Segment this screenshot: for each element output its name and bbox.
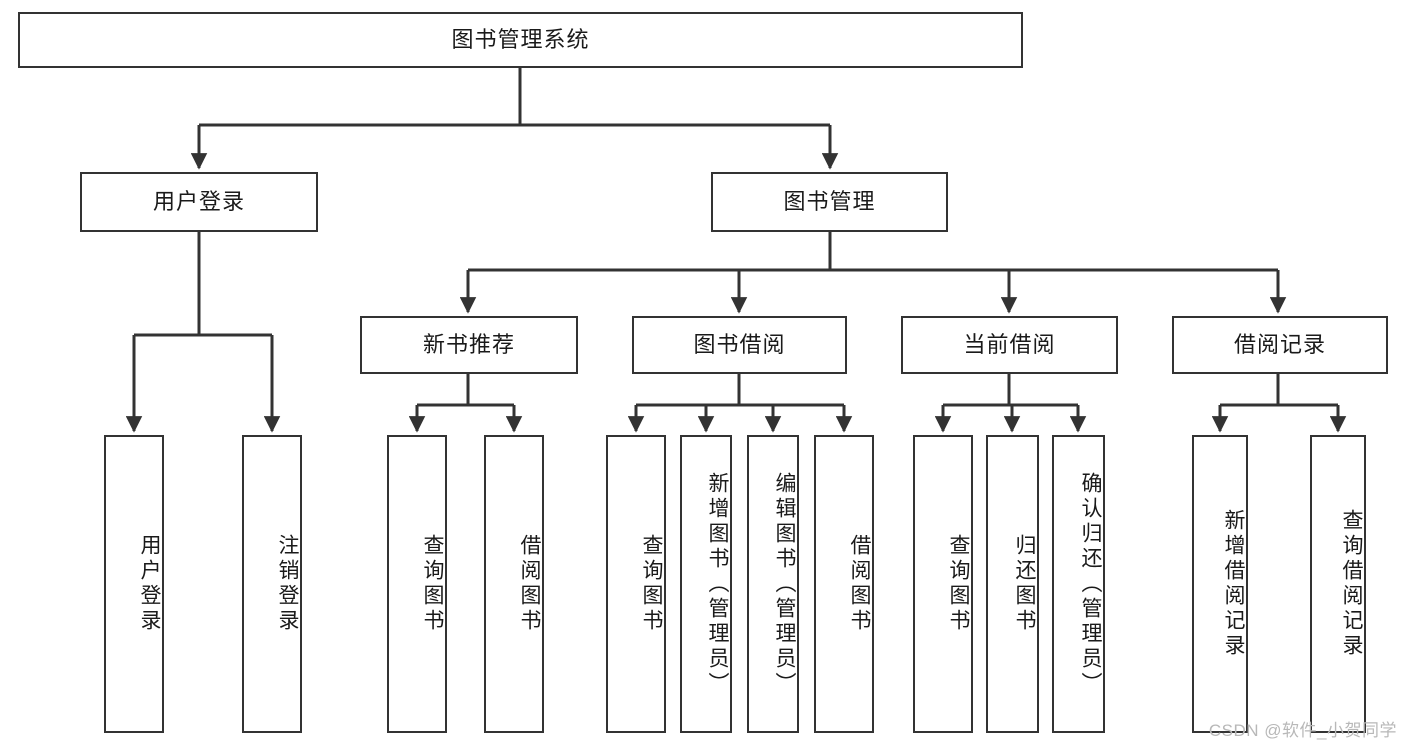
node-leaf-current-query[interactable]: 查询图书 (913, 435, 973, 733)
node-current-borrow[interactable]: 当前借阅 (901, 316, 1118, 374)
node-borrow-record[interactable]: 借阅记录 (1172, 316, 1388, 374)
node-leaf-newbook-borrow[interactable]: 借阅图书 (484, 435, 544, 733)
node-root[interactable]: 图书管理系统 (18, 12, 1023, 68)
node-leaf-current-confirm-return-label: 确认归还（管理员） (1079, 471, 1102, 697)
node-leaf-user-login[interactable]: 用户登录 (104, 435, 164, 733)
node-leaf-record-add[interactable]: 新增借阅记录 (1192, 435, 1248, 733)
node-leaf-borrow-query-label: 查询图书 (640, 534, 663, 634)
node-borrow-record-label: 借阅记录 (1233, 331, 1326, 357)
node-leaf-record-query-label: 查询借阅记录 (1340, 509, 1363, 659)
node-leaf-borrow-borrow-book[interactable]: 借阅图书 (814, 435, 874, 733)
node-leaf-record-add-label: 新增借阅记录 (1222, 509, 1245, 659)
node-leaf-current-return-label: 归还图书 (1013, 534, 1036, 634)
node-user-login-module-label: 用户登录 (152, 188, 245, 214)
node-book-borrow[interactable]: 图书借阅 (632, 316, 847, 374)
node-book-management-module-label: 图书管理 (783, 188, 876, 214)
node-leaf-user-logout[interactable]: 注销登录 (242, 435, 302, 733)
node-leaf-current-return[interactable]: 归还图书 (986, 435, 1039, 733)
node-book-borrow-label: 图书借阅 (693, 331, 786, 357)
node-leaf-borrow-query[interactable]: 查询图书 (606, 435, 666, 733)
node-current-borrow-label: 当前借阅 (963, 331, 1056, 357)
node-leaf-user-login-label: 用户登录 (138, 534, 161, 634)
node-leaf-borrow-borrow-book-label: 借阅图书 (848, 534, 871, 634)
node-leaf-record-query[interactable]: 查询借阅记录 (1310, 435, 1366, 733)
node-leaf-borrow-edit-book[interactable]: 编辑图书（管理员） (747, 435, 799, 733)
node-leaf-newbook-borrow-label: 借阅图书 (518, 534, 541, 634)
node-book-management-module[interactable]: 图书管理 (711, 172, 948, 232)
node-leaf-borrow-add-book-label: 新增图书（管理员） (706, 471, 729, 697)
node-leaf-newbook-query[interactable]: 查询图书 (387, 435, 447, 733)
node-root-label: 图书管理系统 (451, 26, 590, 52)
node-leaf-borrow-add-book[interactable]: 新增图书（管理员） (680, 435, 732, 733)
node-new-book-recommend-label: 新书推荐 (422, 331, 515, 357)
csdn-watermark: CSDN @软件_小贺同学 (1208, 721, 1397, 740)
node-new-book-recommend[interactable]: 新书推荐 (360, 316, 578, 374)
node-leaf-newbook-query-label: 查询图书 (421, 534, 444, 634)
node-leaf-current-query-label: 查询图书 (947, 534, 970, 634)
node-leaf-user-logout-label: 注销登录 (276, 534, 299, 634)
node-user-login-module[interactable]: 用户登录 (80, 172, 318, 232)
node-leaf-current-confirm-return[interactable]: 确认归还（管理员） (1052, 435, 1105, 733)
node-leaf-borrow-edit-book-label: 编辑图书（管理员） (773, 471, 796, 697)
